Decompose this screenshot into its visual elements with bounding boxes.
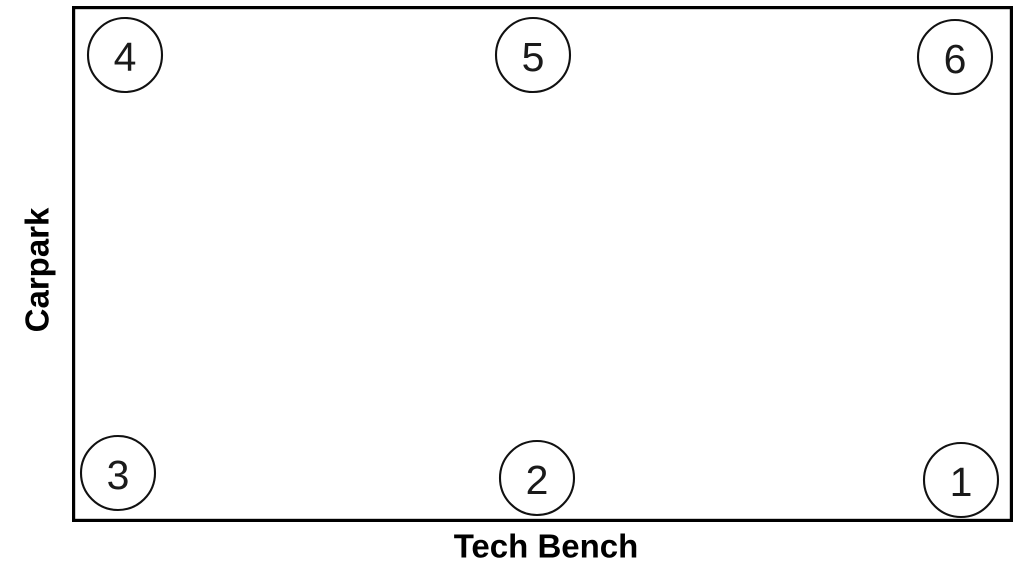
marker-3[interactable]: 3 — [79, 434, 157, 512]
marker-2[interactable]: 2 — [498, 439, 576, 517]
marker-circle-4[interactable] — [86, 16, 164, 94]
marker-circle-3[interactable] — [79, 434, 157, 512]
marker-label-1: 1 — [950, 459, 973, 505]
marker-5[interactable]: 5 — [494, 16, 572, 94]
marker-circle-1[interactable] — [922, 441, 1000, 519]
marker-label-4: 4 — [114, 34, 137, 80]
marker-1[interactable]: 1 — [922, 441, 1000, 519]
left-side-label: Carpark — [19, 207, 56, 332]
room-boundary — [71, 5, 1013, 522]
marker-label-3: 3 — [107, 452, 130, 498]
marker-circle-6[interactable] — [916, 18, 994, 96]
marker-label-5: 5 — [522, 34, 545, 80]
marker-label-6: 6 — [944, 36, 967, 82]
bottom-side-label: Tech Bench — [454, 528, 639, 565]
marker-4[interactable]: 4 — [86, 16, 164, 94]
marker-label-2: 2 — [526, 457, 549, 503]
marker-circle-2[interactable] — [498, 439, 576, 517]
marker-circle-5[interactable] — [494, 16, 572, 94]
marker-6[interactable]: 6 — [916, 18, 994, 96]
